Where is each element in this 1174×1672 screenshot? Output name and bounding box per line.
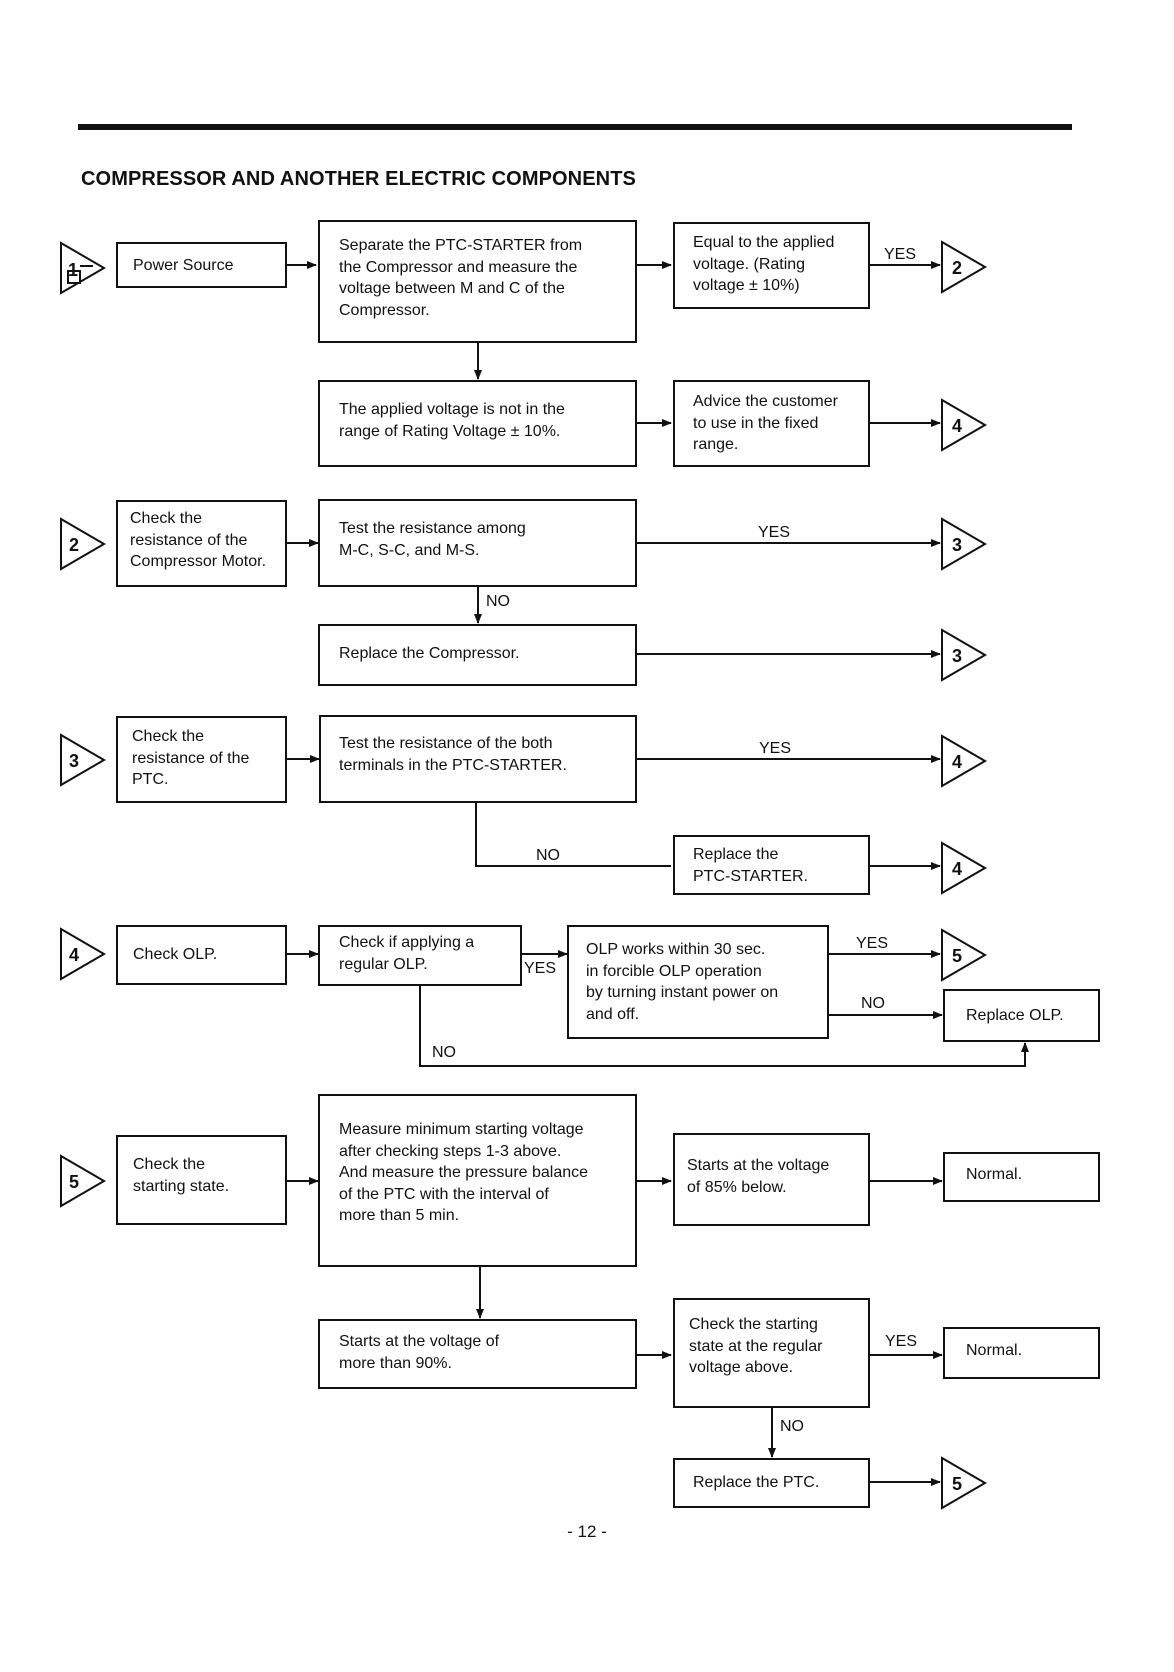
check-starting-regular-text: Check the starting state at the regular … [689,1316,823,1376]
replace-ptc-text: Replace the PTC. [693,1474,820,1491]
yes-label-test-both: YES [759,740,792,757]
svg-text:5: 5 [952,1474,962,1494]
check-resistance-motor-box: Check the resistance of the Compressor M… [116,500,287,587]
line-testboth-no [475,803,671,867]
olp-works-text: OLP works within 30 sec. in forcible OLP… [586,941,779,1023]
page-title: COMPRESSOR AND ANOTHER ELECTRIC COMPONEN… [81,168,636,190]
no-label-test-among: NO [486,593,510,611]
step-marker-3-target-b: 3 [941,628,987,682]
step-marker-2: 2 [60,517,106,571]
step-marker-4-target-c: 4 [941,841,987,895]
no-label-olp-works: NO [861,995,885,1012]
no-label-regular-olp: NO [432,1044,456,1062]
yes-label-test-among: YES [758,524,791,541]
starts-90-text: Starts at the voltage of more than 90%. [339,1333,500,1372]
step-marker-4-target-a: 4 [941,398,987,452]
test-resistance-among-box: Test the resistance among M-C, S-C, and … [318,499,637,587]
svg-text:4: 4 [952,752,962,772]
separate-ptc-text: Separate the PTC-STARTER from the Compre… [339,237,583,319]
svg-text:4: 4 [952,859,962,879]
check-olp-box: Check OLP. [116,925,287,985]
svg-text:2: 2 [952,258,962,278]
olp-works-box: OLP works within 30 sec. in forcible OLP… [567,925,829,1039]
check-resistance-ptc-box: Check the resistance of the PTC. [116,716,287,803]
test-resistance-both-text: Test the resistance of the both terminal… [339,735,567,774]
svg-text:2: 2 [69,535,79,555]
check-regular-olp-text: Check if applying a regular OLP. [339,934,475,973]
step-marker-1: 1 [60,241,106,295]
replace-compressor-box: Replace the Compressor. [318,624,637,686]
yes-label-check-regular: YES [885,1333,918,1350]
replace-olp-text: Replace OLP. [966,1007,1064,1024]
page-number: - 12 - [567,1522,607,1541]
measure-minimum-text: Measure minimum starting voltage after c… [339,1121,589,1224]
line-regular-no-to-replaceolp [419,986,1029,1067]
check-olp-text: Check OLP. [133,946,218,963]
measure-minimum-box: Measure minimum starting voltage after c… [318,1094,637,1267]
replace-ptc-box: Replace the PTC. [673,1458,870,1508]
step-marker-3: 3 [60,733,106,787]
step-marker-4: 4 [60,927,106,981]
yes-label-olp-works: YES [856,935,889,952]
svg-text:4: 4 [69,945,79,965]
step-marker-2-target: 2 [941,240,987,294]
check-regular-olp-box: Check if applying a regular OLP. [318,925,522,986]
not-in-range-text: The applied voltage is not in the range … [339,401,565,440]
power-source-text: Power Source [133,257,234,274]
svg-text:5: 5 [952,946,962,966]
separate-ptc-box: Separate the PTC-STARTER from the Compre… [318,220,637,343]
svg-text:3: 3 [69,751,79,771]
not-in-range-box: The applied voltage is not in the range … [318,380,637,467]
equal-voltage-box: Equal to the applied voltage. (Rating vo… [673,222,870,309]
step-marker-4-target-b: 4 [941,734,987,788]
check-starting-state-text: Check the starting state. [133,1156,230,1195]
replace-ptc-starter-text: Replace the PTC-STARTER. [693,846,808,885]
starts-85-box: Starts at the voltage of 85% below. [673,1133,870,1226]
normal-text-2: Normal. [966,1342,1023,1359]
check-resistance-motor-text: Check the resistance of the Compressor M… [130,510,267,570]
equal-voltage-text: Equal to the applied voltage. (Rating vo… [693,234,835,294]
check-starting-regular-box: Check the starting state at the regular … [673,1298,870,1408]
normal-text-1: Normal. [966,1166,1023,1183]
normal-box-2: Normal. [943,1327,1100,1379]
test-resistance-both-box: Test the resistance of the both terminal… [319,715,637,803]
replace-olp-box: Replace OLP. [943,989,1100,1042]
normal-box-1: Normal. [943,1152,1100,1202]
check-resistance-ptc-text: Check the resistance of the PTC. [132,728,250,788]
replace-compressor-text: Replace the Compressor. [339,645,520,662]
check-starting-state-box: Check the starting state. [116,1135,287,1225]
no-label-check-regular: NO [780,1418,804,1436]
svg-text:4: 4 [952,416,962,436]
yes-label-regular-olp: YES [524,960,557,977]
svg-text:5: 5 [69,1172,79,1192]
starts-85-text: Starts at the voltage of 85% below. [687,1157,830,1196]
header-rule [78,124,1072,130]
advice-customer-text: Advice the customer to use in the fixed … [693,393,838,453]
starts-90-box: Starts at the voltage of more than 90%. [318,1319,637,1389]
test-resistance-among-text: Test the resistance among M-C, S-C, and … [339,520,526,559]
step-marker-3-target-a: 3 [941,517,987,571]
step-marker-5: 5 [60,1154,106,1208]
replace-ptc-starter-box: Replace the PTC-STARTER. [673,835,870,895]
svg-text:3: 3 [952,535,962,555]
no-label-test-both: NO [536,847,560,865]
advice-customer-box: Advice the customer to use in the fixed … [673,380,870,467]
step-marker-5-target-b: 5 [941,1456,987,1510]
yes-label-equal: YES [884,246,917,263]
svg-text:1: 1 [68,260,78,280]
svg-text:3: 3 [952,646,962,666]
power-source-box: Power Source [116,242,287,288]
step-marker-5-target-a: 5 [941,928,987,982]
